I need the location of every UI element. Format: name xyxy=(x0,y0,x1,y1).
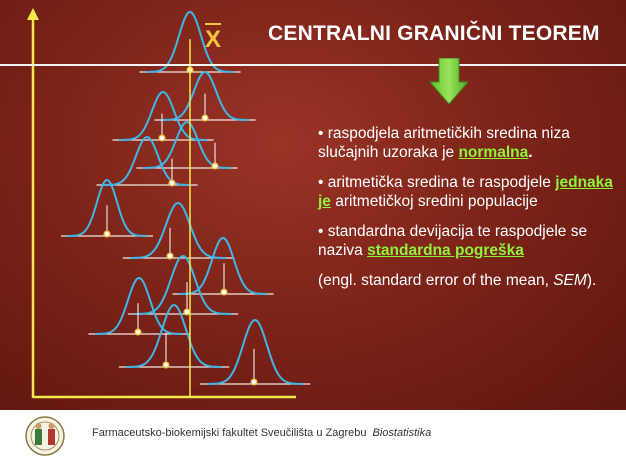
bullet-2: • aritmetička sredina te raspodjele jedn… xyxy=(318,173,620,211)
bullet-2-highlight: jednaka je xyxy=(318,174,613,210)
sample-mean-point xyxy=(250,378,258,386)
bullet-3-text: • standardna devijacija te raspodjele se… xyxy=(318,223,588,259)
sample-mean-point xyxy=(168,179,176,187)
normal-curves-illustration xyxy=(27,8,311,399)
sample-mean-point xyxy=(183,308,191,316)
title-rule xyxy=(0,64,626,66)
sem-note: (engl. standard error of the mean, SEM). xyxy=(318,271,620,290)
normal-curve xyxy=(67,178,147,237)
sem-note-abbr: SEM xyxy=(553,272,587,289)
normal-curve xyxy=(207,318,303,385)
sample-mean-point xyxy=(166,252,174,260)
normal-curve xyxy=(143,120,231,169)
normal-curve xyxy=(179,236,267,295)
y-axis-arrowhead xyxy=(27,8,39,20)
sample-mean-point xyxy=(134,328,142,336)
sample-mean-point xyxy=(158,134,166,142)
bullet-1: • raspodjela aritmetičkih sredina niza s… xyxy=(318,124,620,162)
normal-curve xyxy=(126,303,222,368)
sample-mean-point xyxy=(220,288,228,296)
bullet-3-highlight: standardna pogreška xyxy=(367,242,524,259)
sem-note-text: (engl. standard error of the mean, xyxy=(318,272,554,289)
x-bar-label: X xyxy=(205,23,222,53)
logo-icon xyxy=(25,416,65,456)
down-arrow-icon xyxy=(430,58,468,104)
bullet-2-tail: aritmetičkoj sredini populacije xyxy=(330,193,538,210)
normal-curve xyxy=(130,201,226,259)
sample-mean-point xyxy=(162,361,170,369)
normal-curve xyxy=(146,10,234,73)
footer-text: Farmaceutsko-biokemijski fakultet Sveuči… xyxy=(92,427,431,439)
sample-mean-point xyxy=(103,230,111,238)
normal-curve xyxy=(135,254,231,315)
normal-curve xyxy=(161,70,249,121)
footer xyxy=(0,410,626,462)
slide-stage xyxy=(0,0,626,410)
bullet-list: • raspodjela aritmetičkih sredina niza s… xyxy=(318,124,620,301)
normal-curve xyxy=(103,135,191,186)
slide-title: CENTRALNI GRANIČNI TEOREM xyxy=(268,22,600,45)
normal-curve xyxy=(119,90,207,141)
footer-course: Biostatistika xyxy=(372,427,432,439)
bullet-3: • standardna devijacija te raspodjele se… xyxy=(318,222,620,260)
sample-mean-point xyxy=(201,114,209,122)
sem-note-tail: ). xyxy=(586,272,597,289)
bullet-2-text: • aritmetička sredina te raspodjele xyxy=(318,174,556,191)
bullet-1-highlight: normalna xyxy=(458,144,529,161)
sample-mean-point xyxy=(211,162,219,170)
footer-institution: Farmaceutsko-biokemijski fakultet Sveuči… xyxy=(92,427,367,439)
bullet-1-text: • raspodjela aritmetičkih sredina niza s… xyxy=(318,125,570,161)
normal-curve xyxy=(95,276,183,335)
curve-group xyxy=(61,10,311,386)
bullet-1-tail: . xyxy=(528,144,533,161)
